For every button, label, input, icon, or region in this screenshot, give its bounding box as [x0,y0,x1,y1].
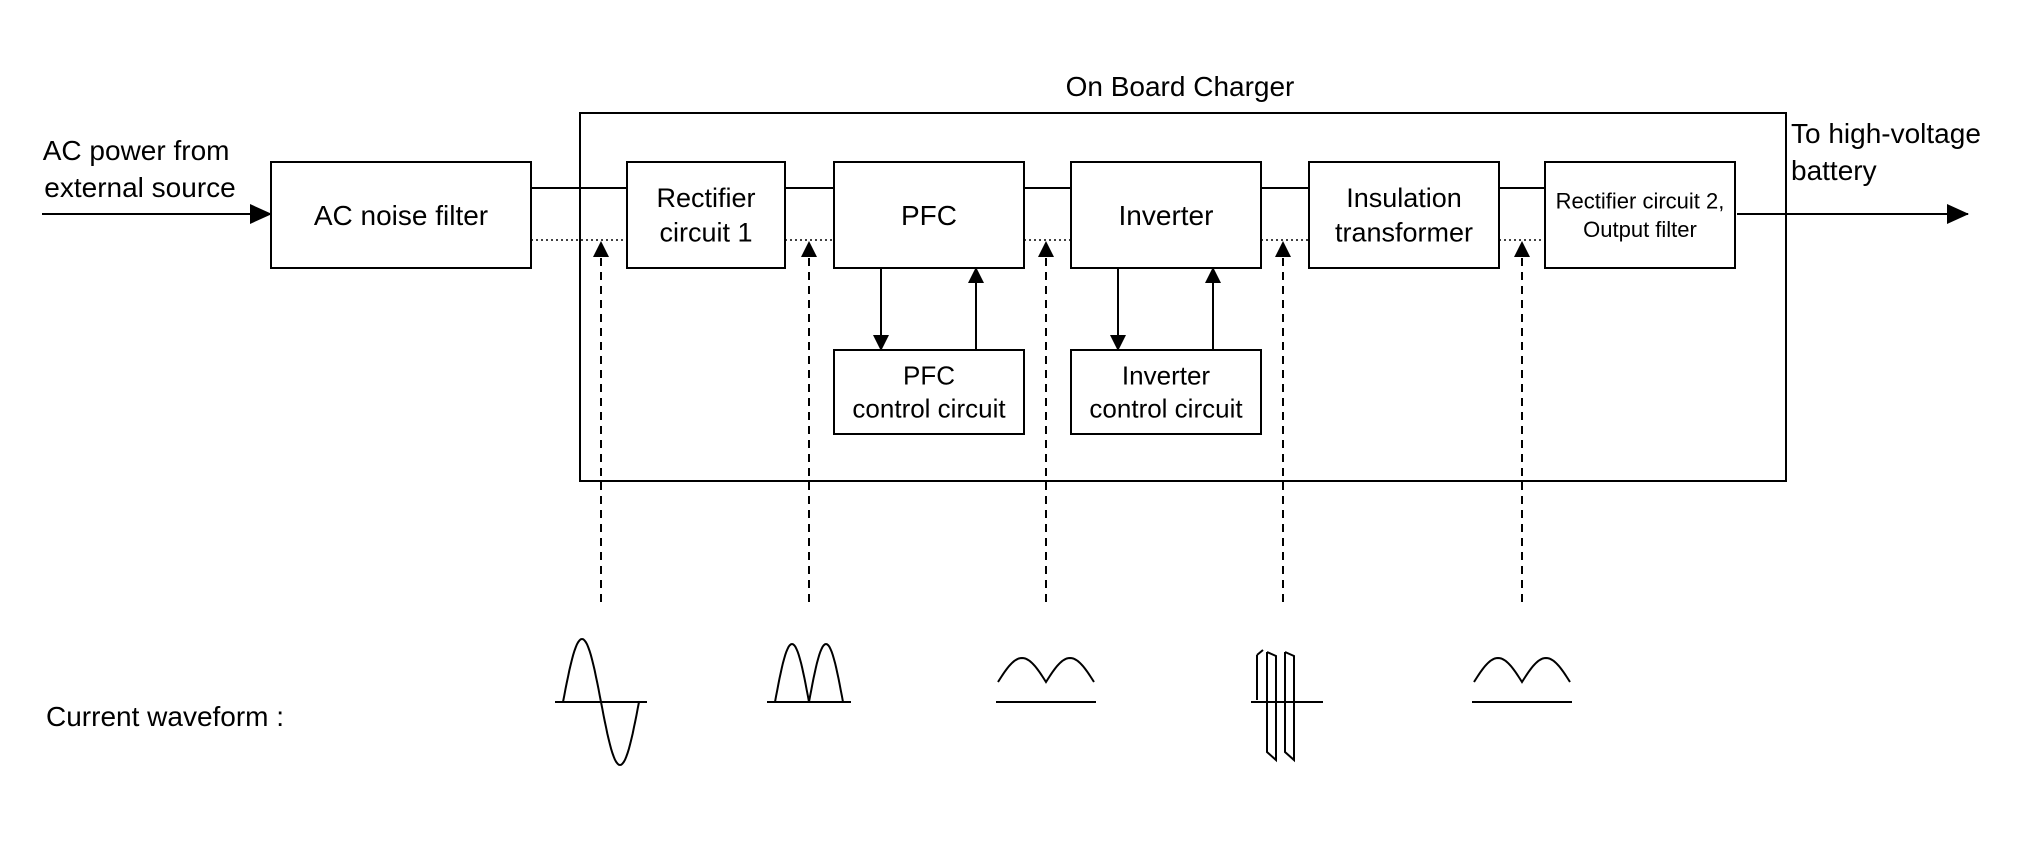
rectifier2-block: Rectifier circuit 2, Output filter [1544,161,1736,269]
dc-output-waveform [1473,656,1571,684]
waveform-label: Current waveform : [46,701,284,732]
pfc-block-box [833,161,1025,269]
inverter-control-block-label: control circuit [1089,394,1243,424]
on-board-charger-frame [579,112,1787,482]
pfc-block: PFC [833,161,1025,269]
inverter-control-block-box [1070,349,1262,435]
insulation-block-label: transformer [1335,218,1473,248]
inverter-control-block: Inverter control circuit [1070,349,1262,435]
inverter-output-waveform [1256,649,1295,763]
rectified-waveform [774,642,844,703]
insulation-block-label: Insulation [1346,183,1462,213]
insulation-block: Insulation transformer [1308,161,1500,269]
inverter-control-block-label: Inverter [1122,360,1210,390]
pfc-control-block-label: PFC [903,360,955,390]
ac-noise-filter-block-label: AC noise filter [314,200,488,231]
blocks-layer: AC noise filter Rectifier circuit 1 PFC Inve… [270,161,1736,602]
rectifier1-block-box [626,161,786,269]
ac-noise-filter-block: AC noise filter [270,161,532,269]
output-label: To high-voltage battery [1791,118,1989,186]
inverter-block: Inverter [1070,161,1262,269]
ac-noise-filter-block-box [270,161,532,269]
pfc-control-block-label: control circuit [852,394,1006,424]
pfc-output-waveform [997,656,1095,684]
rectifier1-block-label: Rectifier [656,183,755,213]
rectifier2-block-label: Output filter [1583,217,1697,242]
rectifier2-block-label: Rectifier circuit 2, [1556,189,1725,214]
pfc-control-block: PFC control circuit [833,349,1025,435]
diagram-title: On Board Charger [1066,71,1295,102]
rectifier1-block-label: circuit 1 [659,218,752,248]
insulation-block-box [1308,161,1500,269]
pfc-control-block-box [833,349,1025,435]
pfc-block-label: PFC [901,200,957,231]
inverter-block-box [1070,161,1262,269]
input-label: AC power from external source [43,135,238,203]
waveforms-layer [555,637,1572,767]
sine-waveform [562,637,640,767]
rectifier1-block: Rectifier circuit 1 [626,161,786,269]
rectifier2-block-box [1544,161,1736,269]
inverter-block-label: Inverter [1119,200,1214,231]
